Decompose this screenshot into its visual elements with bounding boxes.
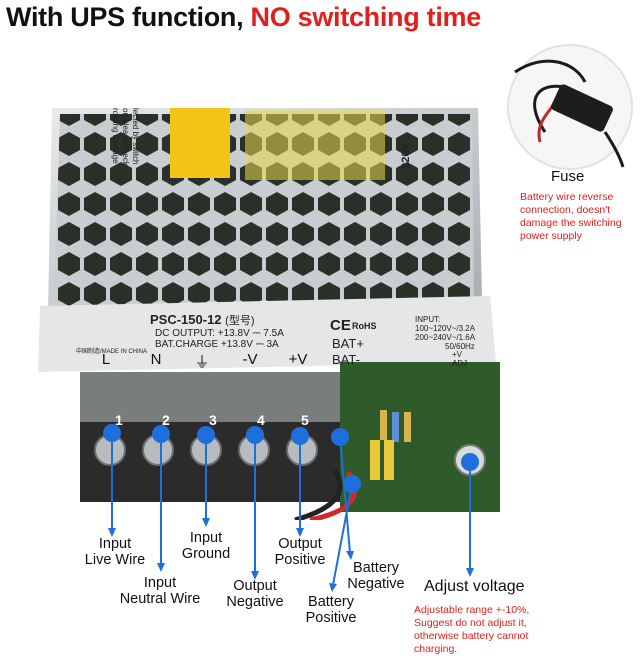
fuse-title: Fuse <box>551 168 585 185</box>
headline-part-black: With UPS function, <box>6 2 251 32</box>
terminal-number-1: 1 <box>115 412 123 428</box>
dc-output-spec: DC OUTPUT: +13.8V ⎓ 7.5A <box>155 328 284 339</box>
terminal-number-5: 5 <box>301 412 309 428</box>
terminal-label-n: N <box>150 351 162 368</box>
bat-plus-label: BAT+ <box>332 336 364 351</box>
pcb-board <box>340 362 500 512</box>
fuse-holder <box>551 84 613 132</box>
terminal-number-3: 3 <box>209 412 217 428</box>
rohs-mark: RoHS <box>352 321 377 331</box>
arrow-battery-positive <box>332 483 353 586</box>
battery-negative-wire <box>294 468 343 520</box>
adjust-voltage-note: Adjustable range +-10%, Suggest do not a… <box>414 604 530 655</box>
input-spec: INPUT: 100~120V~/3.2A 200~240V~/1.6A 50/… <box>415 315 476 351</box>
terminal-number-4: 4 <box>257 412 265 428</box>
made-in-label: 中国制造/MADE IN CHINA <box>76 349 148 355</box>
terminal-label-l: L <box>101 351 111 368</box>
battery-charge-spec: BAT.CHARGE +13.8V ⎓ 3A <box>155 339 279 350</box>
headline: With UPS function, NO switching time <box>6 2 481 33</box>
headline-part-red: NO switching time <box>250 2 482 32</box>
adj-label: +V ADJ <box>452 350 468 368</box>
adjust-voltage-title: Adjust voltage <box>424 578 525 595</box>
warning-sticker <box>170 108 230 178</box>
model-number: PSC-150-12 (型号) <box>150 312 255 327</box>
terminal-label-minus-v: -V <box>242 351 258 368</box>
ce-mark: CE <box>330 317 351 334</box>
arrow-battery-negative <box>339 436 351 554</box>
fuse-note: Battery wire reverse connection, doesn't… <box>520 191 622 242</box>
bat-minus-label: BAT- <box>332 352 360 367</box>
terminal-label-plus-v: +V <box>288 351 308 368</box>
terminal-label-ground: ⏚ <box>194 354 210 371</box>
fuse-photo <box>507 44 633 170</box>
terminal-number-2: 2 <box>162 412 170 428</box>
front-panel <box>38 296 496 372</box>
power-supply-photo <box>38 108 500 520</box>
